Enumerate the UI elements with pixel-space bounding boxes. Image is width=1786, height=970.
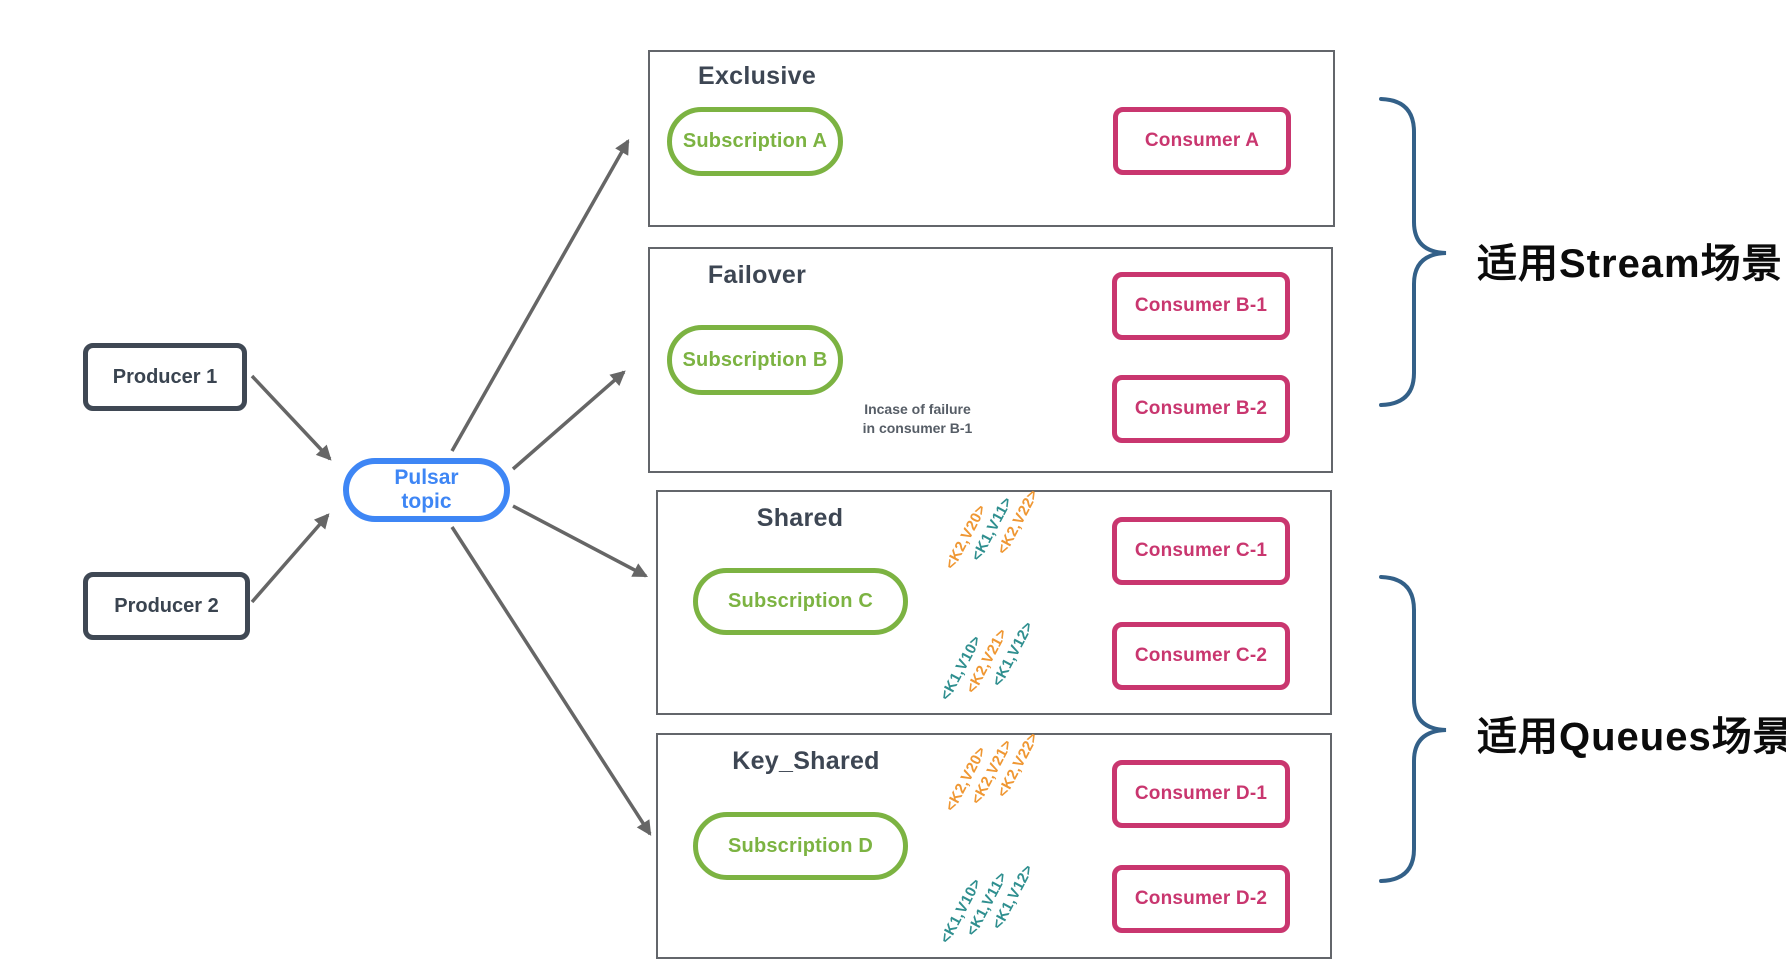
subscription-b-label: Subscription B [682, 348, 828, 371]
consumer-c2-label: Consumer C-2 [1134, 645, 1268, 666]
failover-note-line1: Incase of failure [864, 401, 971, 417]
producer-2-box: Producer 2 [83, 572, 250, 640]
consumer-d1-box: Consumer D-1 [1112, 760, 1290, 828]
consumer-b2-label: Consumer B-2 [1134, 398, 1268, 419]
annotation-stream-scenario: 适用Stream场景 [1477, 242, 1783, 286]
consumer-d2-box: Consumer D-2 [1112, 865, 1290, 933]
subscription-b-pill: Subscription B [667, 325, 843, 395]
subscription-d-label: Subscription D [727, 834, 874, 857]
panel-exclusive-title: Exclusive [697, 62, 817, 90]
consumer-b1-label: Consumer B-1 [1134, 295, 1268, 316]
subscription-c-label: Subscription C [727, 590, 874, 612]
arrow-topic-to-subscription-d [450, 526, 652, 836]
failover-note-line2: in consumer B-1 [862, 419, 973, 436]
arrow-producer1-to-topic [250, 374, 332, 461]
consumer-c1-box: Consumer C-1 [1112, 517, 1290, 585]
consumer-b2-box: Consumer B-2 [1112, 375, 1290, 443]
consumer-b1-box: Consumer B-1 [1112, 272, 1290, 340]
panel-key-shared-title: Key_Shared [732, 747, 880, 775]
arrow-topic-to-subscription-a [450, 139, 630, 452]
consumer-a-box: Consumer A [1113, 107, 1291, 175]
brace-stream [1379, 97, 1447, 407]
subscription-d-pill: Subscription D [693, 812, 908, 880]
subscription-a-label: Subscription A [682, 130, 828, 152]
consumer-a-label: Consumer A [1144, 130, 1260, 151]
subscription-c-pill: Subscription C [693, 568, 908, 635]
pulsar-topic-node: Pulsar topic [343, 458, 510, 522]
producer-1-box: Producer 1 [83, 343, 247, 411]
consumer-c2-box: Consumer C-2 [1112, 622, 1290, 690]
pulsar-topic-label: Pulsar topic [394, 465, 459, 513]
panel-shared-title: Shared [756, 504, 844, 532]
panel-failover-title: Failover [707, 261, 807, 289]
arrow-topic-to-subscription-c [512, 504, 648, 578]
subscription-a-pill: Subscription A [667, 107, 843, 176]
consumer-d2-label: Consumer D-2 [1134, 888, 1268, 909]
producer-1-label: Producer 1 [112, 365, 218, 388]
brace-queues [1379, 575, 1447, 883]
annotation-queues-scenario: 适用Queues场景 [1477, 715, 1786, 759]
arrow-topic-to-subscription-b [511, 370, 626, 471]
consumer-d1-label: Consumer D-1 [1134, 783, 1268, 804]
failover-note: Incase of failure in consumer B-1 [855, 400, 980, 438]
producer-2-label: Producer 2 [114, 594, 219, 617]
arrow-producer2-to-topic [250, 513, 330, 604]
consumer-c1-label: Consumer C-1 [1134, 540, 1268, 561]
